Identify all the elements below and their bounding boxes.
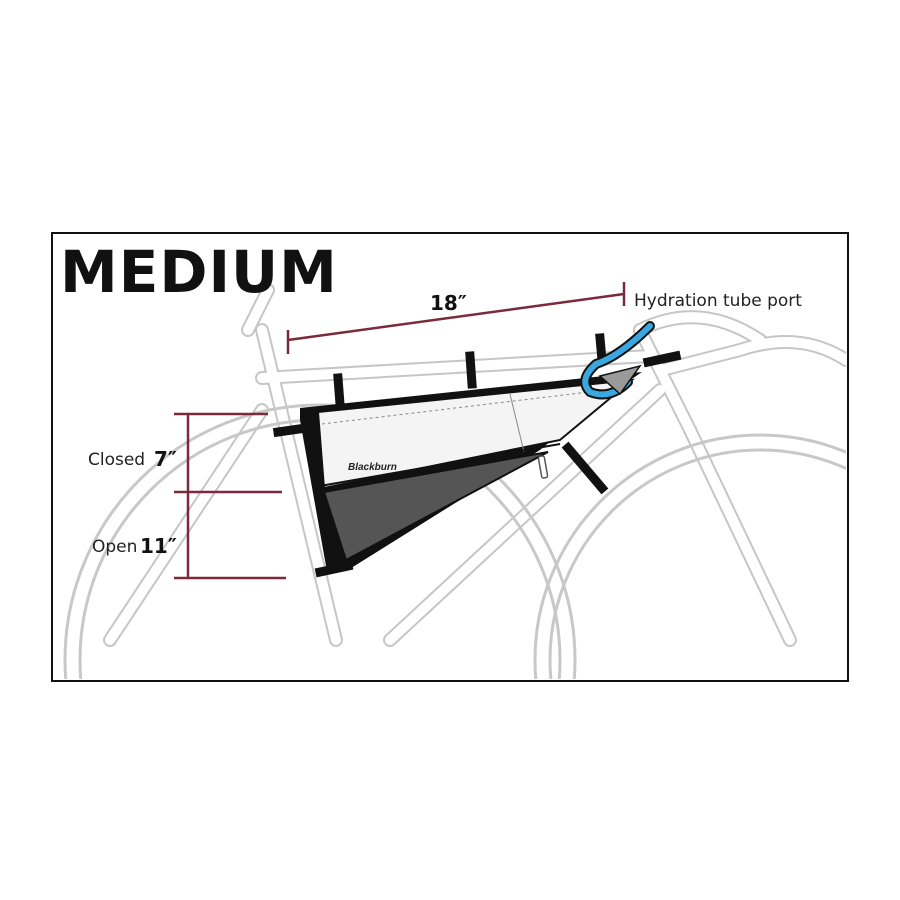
length-value: 18″ (430, 291, 467, 315)
zipper-pull (537, 455, 549, 479)
size-title: MEDIUM (60, 238, 338, 306)
closed-value: 7″ (154, 447, 177, 471)
height-dimension (174, 412, 286, 580)
brand-logo: Blackburn (348, 462, 397, 473)
open-value: 11″ (140, 534, 177, 558)
bike-frame-inner-lines (105, 285, 846, 645)
length-dimension (286, 282, 626, 354)
frame-bag: Blackburn (300, 372, 642, 570)
bag-straps (272, 333, 682, 578)
bag-mesh-expansion (322, 451, 549, 562)
closed-label: Closed (88, 450, 145, 470)
hydration-port-flap (598, 364, 642, 396)
hydration-port-callout: Hydration tube port (634, 291, 802, 311)
bag-divider (509, 393, 525, 453)
hydration-tube (580, 321, 655, 400)
bag-zipper (319, 443, 561, 487)
open-label: Open (92, 537, 137, 557)
bag-body (316, 378, 636, 490)
bag-stitching (321, 387, 623, 425)
